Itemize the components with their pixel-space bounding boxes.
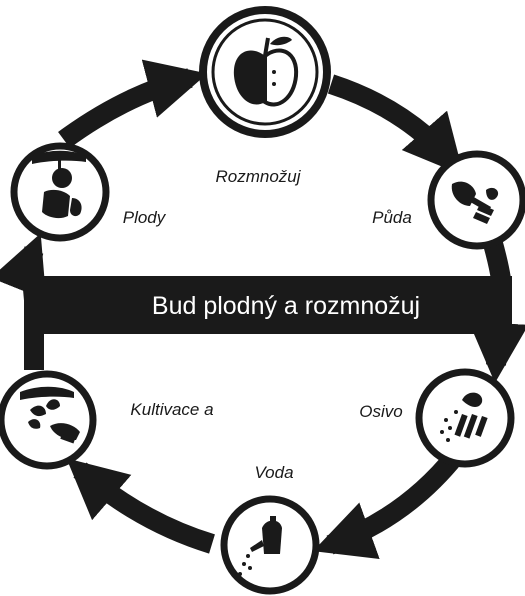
stage-label-voda: Voda bbox=[254, 463, 293, 482]
stage-label-osivo: Osivo bbox=[359, 402, 402, 421]
stage-node-rozmnozuj bbox=[199, 6, 331, 138]
plant-tending-hand-icon bbox=[20, 386, 80, 444]
arrow-rozmnozuj-to-puda bbox=[327, 74, 464, 176]
cycle-arrows bbox=[0, 59, 525, 559]
arrow-voda-to-kultivace bbox=[66, 458, 215, 554]
stage-node-osivo bbox=[415, 368, 515, 468]
stage-node-plody bbox=[10, 142, 110, 242]
banner: Bud plodný a rozmnožuj bbox=[42, 276, 512, 334]
stage-labels: Rozmnožuj Půda Osivo Voda Kultivace a Pl… bbox=[123, 167, 412, 482]
stage-node-kultivace bbox=[0, 370, 97, 470]
arrow-kultivace-to-plody bbox=[0, 233, 47, 370]
stage-node-voda bbox=[220, 495, 320, 595]
stage-label-plody: Plody bbox=[123, 208, 167, 227]
arrow-osivo-to-voda bbox=[313, 449, 463, 559]
arrow-plody-to-rozmnozuj bbox=[58, 59, 208, 149]
stage-label-kultivace: Kultivace a bbox=[130, 400, 213, 419]
seed-sowing-hand-icon bbox=[440, 392, 488, 442]
stage-node-puda bbox=[427, 150, 525, 250]
trowel-hand-icon bbox=[451, 181, 499, 224]
apple-icon bbox=[233, 36, 299, 107]
stage-label-puda: Půda bbox=[372, 208, 412, 227]
fruit-picking-hand-icon bbox=[32, 150, 86, 219]
watering-hand-icon bbox=[238, 516, 282, 576]
banner-title: Bud plodný a rozmnožuj bbox=[152, 292, 420, 320]
stage-label-rozmnozuj: Rozmnožuj bbox=[215, 167, 301, 186]
